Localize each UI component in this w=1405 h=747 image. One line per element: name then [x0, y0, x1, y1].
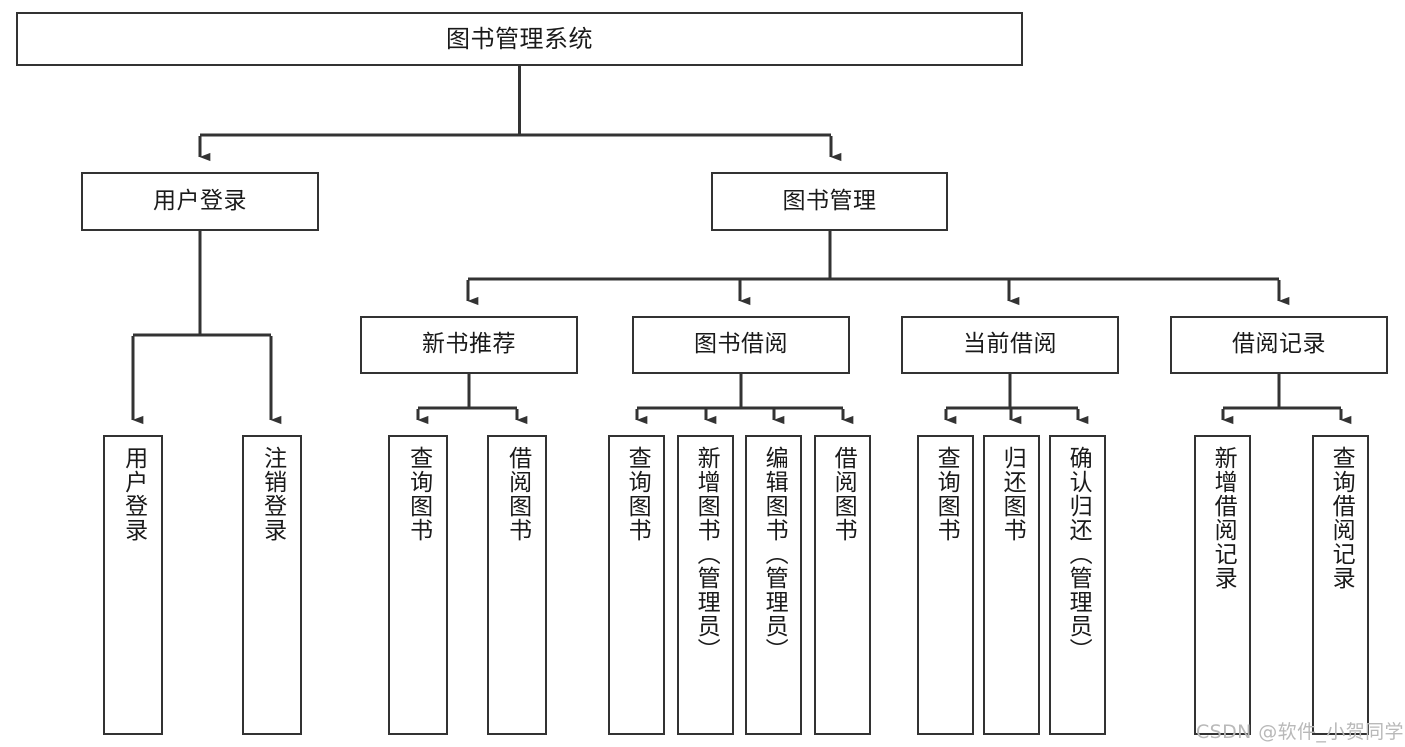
leaf-confirm-return[interactable]: 确认归还（管理员）: [1049, 435, 1106, 735]
node-root-label: 图书管理系统: [446, 24, 593, 53]
leaf-borrow-book-2[interactable]: 借阅图书: [814, 435, 871, 735]
leaf-confirm-return-label: 确认归还（管理员）: [1065, 446, 1092, 662]
leaf-query-book-3[interactable]: 查询图书: [917, 435, 974, 735]
leaf-user-login-label: 用户登录: [120, 446, 147, 542]
leaf-edit-book[interactable]: 编辑图书（管理员）: [745, 435, 802, 735]
node-new-book-rec-label: 新书推荐: [422, 331, 516, 358]
leaf-query-book-1[interactable]: 查询图书: [388, 435, 448, 735]
leaf-logout-label: 注销登录: [259, 446, 286, 542]
leaf-user-login[interactable]: 用户登录: [103, 435, 163, 735]
node-borrow-record[interactable]: 借阅记录: [1170, 316, 1388, 374]
leaf-query-book-2-label: 查询图书: [624, 446, 651, 542]
leaf-query-book-1-label: 查询图书: [405, 446, 432, 542]
leaf-borrow-book-1-label: 借阅图书: [504, 446, 531, 542]
leaf-add-record[interactable]: 新增借阅记录: [1194, 435, 1251, 735]
leaf-borrow-book-2-label: 借阅图书: [830, 446, 857, 542]
leaf-query-record[interactable]: 查询借阅记录: [1312, 435, 1369, 735]
leaf-edit-book-label: 编辑图书（管理员）: [761, 446, 788, 662]
leaf-borrow-book-1[interactable]: 借阅图书: [487, 435, 547, 735]
leaf-query-book-3-label: 查询图书: [933, 446, 960, 542]
node-root[interactable]: 图书管理系统: [16, 12, 1023, 66]
csdn-watermark: CSDN @软件_小贺同学: [1196, 721, 1404, 743]
leaf-add-book-label: 新增图书（管理员）: [693, 446, 720, 662]
leaf-logout[interactable]: 注销登录: [242, 435, 302, 735]
node-user-login-label: 用户登录: [153, 187, 247, 214]
node-book-manage[interactable]: 图书管理: [711, 172, 948, 231]
node-current-borrow-label: 当前借阅: [963, 331, 1057, 358]
leaf-query-book-2[interactable]: 查询图书: [608, 435, 665, 735]
node-book-manage-label: 图书管理: [782, 187, 877, 214]
leaf-query-record-label: 查询借阅记录: [1328, 446, 1355, 590]
node-book-borrow[interactable]: 图书借阅: [632, 316, 850, 374]
node-borrow-record-label: 借阅记录: [1232, 331, 1326, 358]
leaf-add-book[interactable]: 新增图书（管理员）: [677, 435, 734, 735]
leaf-add-record-label: 新增借阅记录: [1210, 446, 1237, 590]
node-current-borrow[interactable]: 当前借阅: [901, 316, 1119, 374]
leaf-return-book[interactable]: 归还图书: [983, 435, 1040, 735]
node-book-borrow-label: 图书借阅: [694, 331, 788, 358]
node-new-book-rec[interactable]: 新书推荐: [360, 316, 578, 374]
leaf-return-book-label: 归还图书: [999, 446, 1026, 542]
node-user-login[interactable]: 用户登录: [81, 172, 319, 231]
